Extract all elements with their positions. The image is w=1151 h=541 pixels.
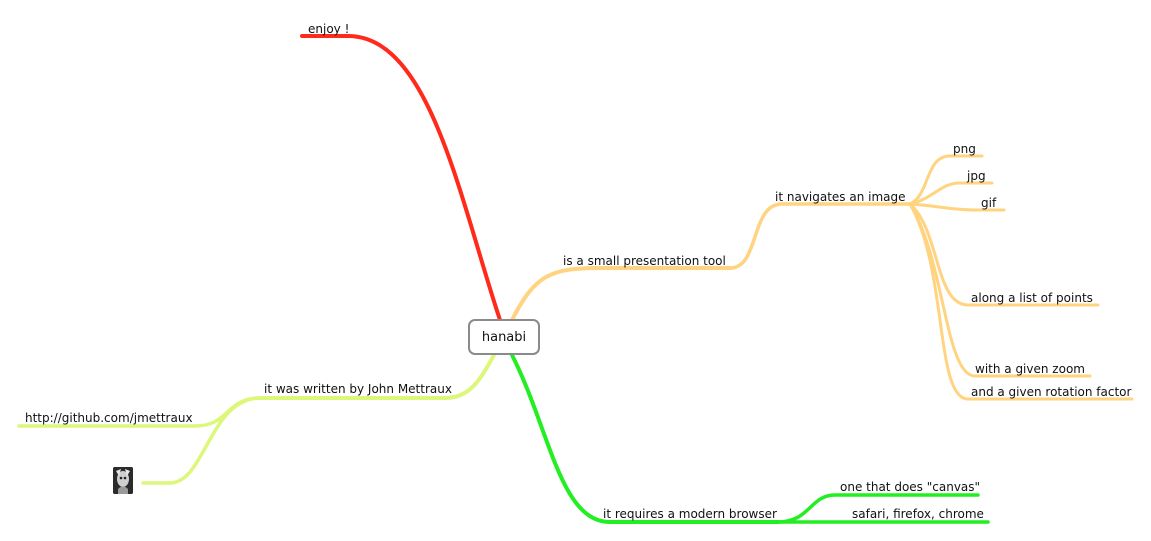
branch-browser-line: [510, 353, 780, 524]
node-browser[interactable]: it requires a modern browser: [603, 507, 777, 521]
node-points[interactable]: along a list of points: [971, 291, 1093, 305]
node-presentation[interactable]: is a small presentation tool: [563, 254, 726, 268]
root-label: hanabi: [481, 329, 527, 345]
node-enjoy[interactable]: enjoy !: [308, 22, 350, 36]
author-avatar-image[interactable]: [113, 467, 133, 494]
node-link[interactable]: http://github.com/jmettraux: [25, 411, 193, 425]
node-png[interactable]: png: [953, 142, 976, 156]
root-node[interactable]: hanabi: [468, 319, 540, 355]
node-zoom[interactable]: with a given zoom: [975, 362, 1085, 376]
branch-presentation-line: [510, 266, 732, 322]
node-canvas[interactable]: one that does "canvas": [840, 480, 981, 494]
branch-author-line: [258, 353, 496, 400]
sub-points-line: [908, 202, 1100, 307]
node-browsers[interactable]: safari, firefox, chrome: [852, 507, 984, 521]
sub-rotation-line: [908, 202, 1134, 401]
sub-png-line: [908, 154, 984, 206]
node-jpg[interactable]: jpg: [967, 169, 986, 183]
sub-avatar-line: [141, 396, 262, 485]
node-rotation[interactable]: and a given rotation factor: [971, 385, 1132, 399]
node-gif[interactable]: gif: [981, 196, 997, 210]
sub-gif-line: [908, 202, 1006, 212]
branch-enjoy-line: [300, 34, 502, 322]
avatar-icon: [113, 467, 133, 494]
node-author[interactable]: it was written by John Mettraux: [264, 382, 452, 396]
sub-jpg-line: [908, 181, 994, 206]
node-navigates[interactable]: it navigates an image: [775, 190, 906, 204]
branch-navigates-line: [728, 202, 912, 270]
